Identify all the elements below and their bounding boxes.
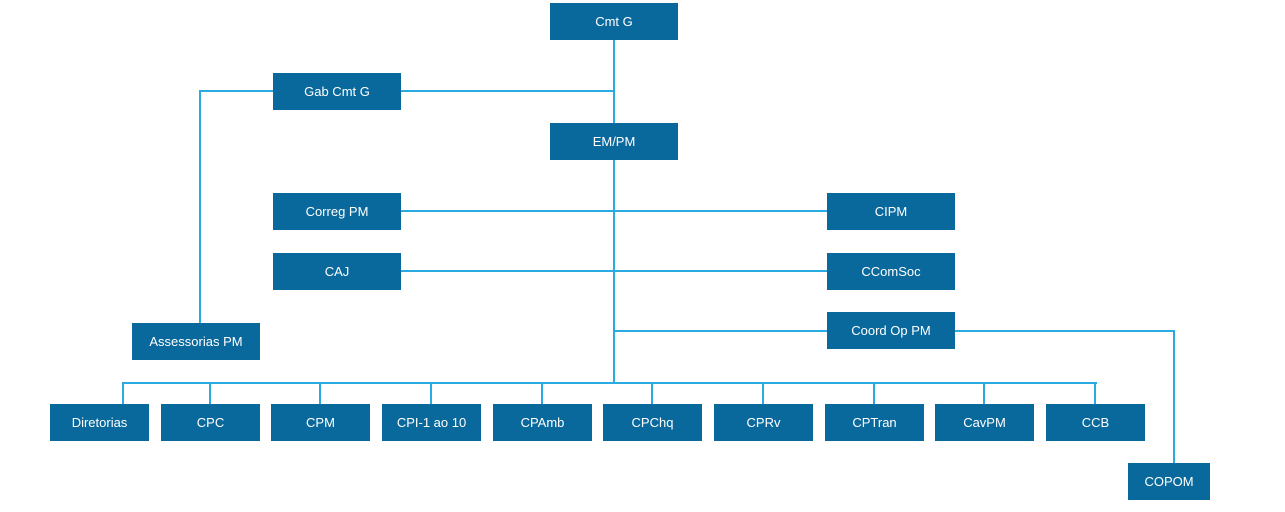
connector-coord-right [955,330,1175,332]
connector-trunk [613,160,615,384]
org-node-cavpm[interactable]: CavPM [935,404,1034,441]
org-node-coord-op-pm[interactable]: Coord Op PM [827,312,955,349]
connector-caj-ccomsoc [401,270,827,272]
connector-drop-cpc [209,382,211,404]
connector-drop-cpamb [541,382,543,404]
org-node-cipm[interactable]: CIPM [827,193,955,230]
org-node-ccb[interactable]: CCB [1046,404,1145,441]
connector-drop-cpm [319,382,321,404]
connector-distribution [122,382,1097,384]
connector-gab-level [199,90,615,92]
connector-cmtg-empm [613,40,615,123]
connector-drop-cavpm [983,382,985,404]
org-node-cpchq[interactable]: CPChq [603,404,702,441]
org-node-cmt-g[interactable]: Cmt G [550,3,678,40]
org-node-caj[interactable]: CAJ [273,253,401,290]
connector-left-drop [199,90,201,323]
org-node-diretorias[interactable]: Diretorias [50,404,149,441]
org-node-cpc[interactable]: CPC [161,404,260,441]
connector-drop-cpchq [651,382,653,404]
connector-coord-left [613,330,827,332]
org-node-cprv[interactable]: CPRv [714,404,813,441]
connector-drop-diretorias [122,382,124,404]
connector-copom-drop [1173,330,1175,463]
org-node-assessorias-pm[interactable]: Assessorias PM [132,323,260,360]
org-node-gab-cmt-g[interactable]: Gab Cmt G [273,73,401,110]
org-node-copom[interactable]: COPOM [1128,463,1210,500]
connector-correg-cipm [401,210,827,212]
org-node-correg-pm[interactable]: Correg PM [273,193,401,230]
connector-drop-ccb [1094,382,1096,404]
org-node-ccomsoc[interactable]: CComSoc [827,253,955,290]
org-node-cptran[interactable]: CPTran [825,404,924,441]
org-node-cpi-1-ao-10[interactable]: CPI-1 ao 10 [382,404,481,441]
connector-drop-cprv [762,382,764,404]
org-node-cpamb[interactable]: CPAmb [493,404,592,441]
connector-drop-cptran [873,382,875,404]
org-node-em-pm[interactable]: EM/PM [550,123,678,160]
org-node-cpm[interactable]: CPM [271,404,370,441]
connector-drop-cpi [430,382,432,404]
